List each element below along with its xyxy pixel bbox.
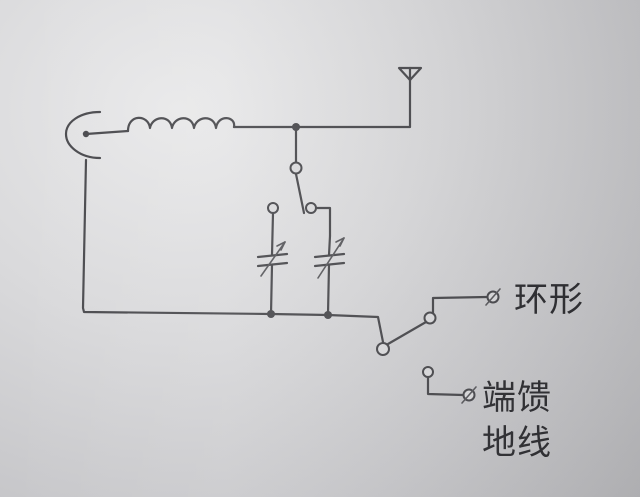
terminal-feed-icon: [461, 386, 477, 404]
inductor-coil-icon: [126, 116, 236, 133]
variable-capacitor-right-icon: [313, 234, 346, 316]
label-loop: 环形: [514, 280, 584, 320]
label-end-feed: 端馈: [482, 378, 552, 418]
terminal-loop-icon: [485, 288, 501, 306]
wire-connector-to-coil: [84, 129, 130, 136]
antenna-icon: [397, 66, 423, 82]
wire-bottom-rail: [81, 158, 385, 344]
bottom-rail-junction-left: [267, 310, 275, 318]
label-ground: 地线: [482, 423, 552, 463]
capacitor-selector-switch: [267, 161, 332, 238]
wire-top-rail: [232, 78, 412, 129]
bottom-rail-junction-right: [324, 311, 332, 319]
mode-selector-switch: [376, 295, 489, 397]
variable-capacitor-left-icon: [256, 211, 289, 316]
coax-connector-icon: [64, 110, 102, 160]
